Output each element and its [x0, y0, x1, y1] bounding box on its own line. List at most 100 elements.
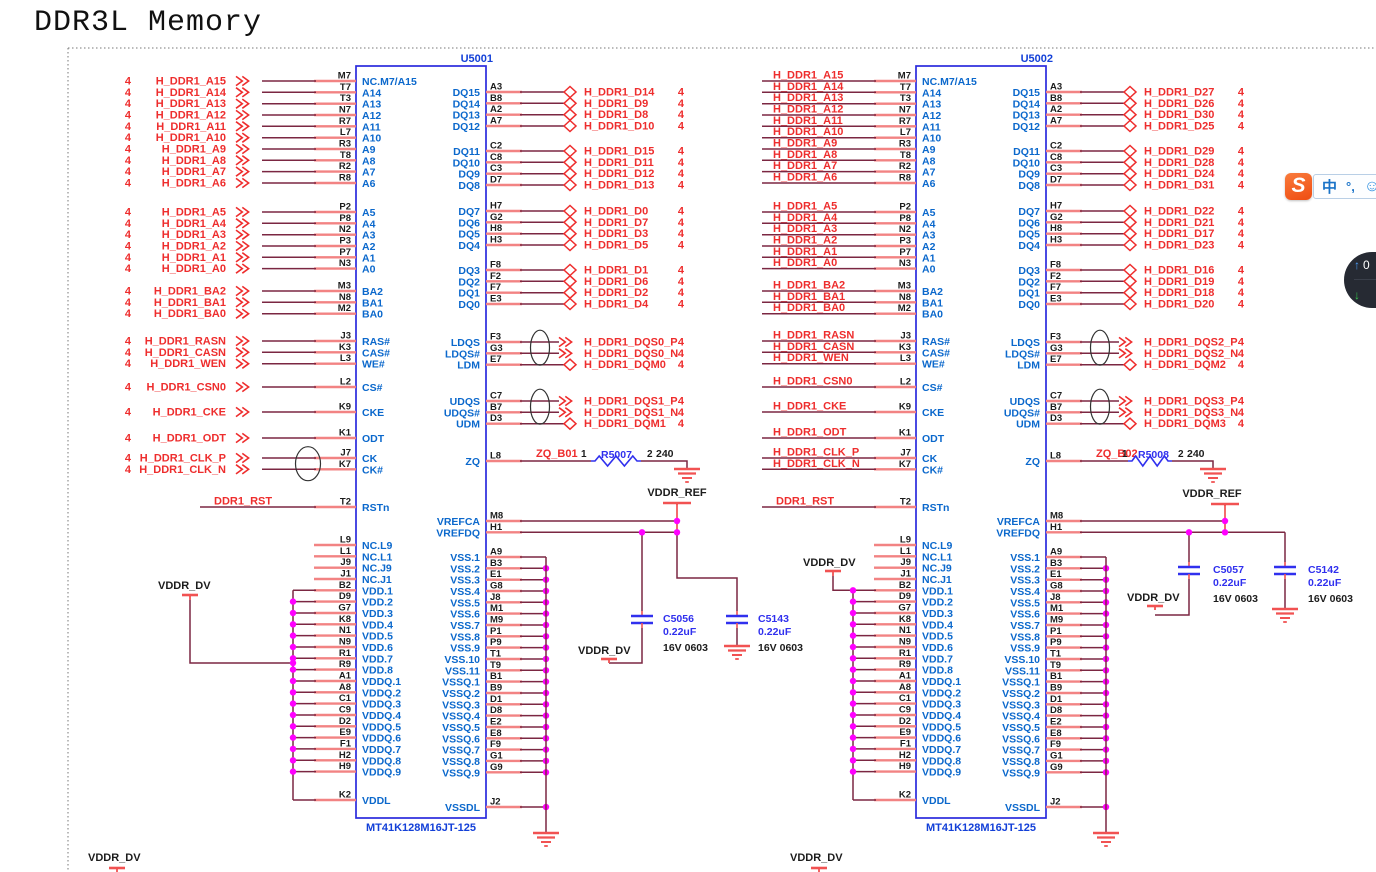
net-label: H_DDR1_A14: [773, 81, 844, 93]
port-chevron-icon: [235, 240, 244, 252]
pin-name: VDDQ.6: [922, 733, 961, 745]
chip-body: [355, 65, 487, 819]
pin-name: DQ6: [1018, 217, 1040, 229]
pin-name: CS#: [362, 382, 383, 394]
pin-number: D9: [899, 591, 911, 602]
net-label: H_DDR1_A0: [773, 257, 837, 269]
port-chevron-icon: [235, 166, 244, 177]
net-label: H_DDR1_D29: [1144, 146, 1214, 158]
net-label: H_DDR1_D7: [584, 217, 648, 229]
port-chevron-icon: [235, 347, 244, 358]
pin-name: VDDL: [362, 795, 391, 807]
pin-name: VDDL: [922, 795, 951, 807]
pin-name: DQ0: [458, 299, 480, 311]
port-diamond-icon: [1122, 178, 1138, 192]
pin-name: VDDQ.5: [922, 721, 961, 733]
pin-name: NC.J9: [922, 563, 952, 575]
cap-rating: 16V 0603: [1213, 593, 1258, 605]
diff-pair-ellipse: [1089, 388, 1111, 425]
pin-number: F9: [490, 739, 501, 750]
pin-name: RAS#: [922, 336, 950, 348]
net-label: H_DDR1_A12: [156, 110, 226, 122]
pin-number: T9: [490, 660, 501, 671]
junction-dot: [289, 598, 297, 605]
pin-number: R1: [899, 648, 912, 659]
pin-number: E1: [490, 569, 502, 580]
pin-name: A5: [362, 207, 376, 219]
ime-punctuation-button[interactable]: °,: [1346, 179, 1355, 194]
bus-width-label: 4: [1238, 407, 1245, 419]
bus-width-label: 4: [125, 382, 132, 394]
bus-width-label: 4: [678, 299, 685, 311]
net-label: H_DDR1_D25: [1144, 121, 1214, 133]
pin-number: J9: [340, 557, 351, 568]
port-diamond-icon: [562, 417, 578, 431]
pin-number: N2: [339, 224, 351, 235]
pin-number: T3: [900, 93, 911, 104]
junction-dot: [849, 587, 857, 594]
pin-name: DQ5: [458, 229, 480, 241]
pin-number: G8: [1050, 581, 1063, 592]
sogou-logo-icon[interactable]: S: [1285, 173, 1312, 200]
port-chevron-icon: [1118, 348, 1127, 359]
junction-dot: [289, 655, 297, 662]
port-diamond-icon: [562, 178, 578, 192]
pin-name: VSS.9: [1010, 643, 1040, 655]
net-label: H_DDR1_BA0: [154, 308, 226, 320]
chip-part-number: MT41K128M16JT-125: [366, 822, 476, 834]
pin-number: J7: [340, 448, 351, 459]
pin-name: A3: [362, 230, 376, 242]
pin-number: A3: [1050, 82, 1062, 93]
net-label: H_DDR1_A9: [773, 138, 837, 150]
port-diamond-icon: [562, 238, 578, 252]
port-chevron-icon: [241, 229, 250, 240]
pin-name: VDD.2: [362, 597, 393, 609]
junction-dot: [673, 529, 681, 536]
pin-name: A1: [922, 252, 936, 264]
port-chevron-icon: [235, 87, 244, 98]
net-label: H_DDR1_D26: [1144, 98, 1214, 110]
net-label: H_DDR1_A7: [162, 166, 226, 178]
pin-number: R8: [899, 173, 911, 184]
pin-name: VSS.9: [450, 643, 480, 655]
net-label: H_DDR1_DQS2_P: [1144, 337, 1238, 349]
pin-name: VDDQ.8: [362, 755, 401, 767]
download-arrow-icon: ↓: [1354, 288, 1360, 303]
port-chevron-icon: [235, 432, 244, 444]
port-diamond-icon: [1122, 144, 1138, 158]
wire: [1155, 579, 1190, 616]
pin-name: VSS.6: [1010, 609, 1040, 621]
pin-number: M9: [1050, 615, 1063, 626]
pin-number: H8: [1050, 223, 1062, 234]
pin-number: M1: [1050, 603, 1064, 614]
pin-name: VSSDL: [445, 802, 481, 814]
junction-dot: [638, 529, 646, 536]
ime-language-button[interactable]: 中: [1322, 179, 1338, 196]
pin-number: T8: [900, 150, 911, 161]
pin-name: VSSQ.3: [442, 699, 480, 711]
pin-number: R3: [899, 139, 911, 150]
junction-dot: [1221, 529, 1229, 536]
pin-name: VDDQ.1: [362, 676, 401, 688]
pin-name: A3: [922, 230, 936, 242]
pin-name: VSSQ.6: [442, 733, 480, 745]
junction-dot: [849, 723, 857, 730]
port-chevron-icon: [558, 395, 567, 407]
junction-dot: [849, 689, 857, 696]
port-chevron-icon: [235, 464, 244, 475]
ime-emoji-button[interactable]: ☺: [1363, 177, 1376, 195]
pin-number: B7: [1050, 402, 1062, 413]
pin-number: B2: [899, 580, 911, 591]
net-label: H_DDR1_D3: [584, 228, 648, 240]
port-chevron-icon: [241, 452, 250, 464]
net-label: H_DDR1_D9: [584, 98, 648, 110]
pin-name: NC.M7/A15: [922, 76, 977, 88]
bus-width-label: 4: [678, 407, 685, 419]
sogou-input-toolbar: S 中 °, ☺: [1285, 173, 1376, 200]
pin-name: VREFCA: [997, 516, 1041, 528]
net-label: H_DDR1_D2: [584, 287, 648, 299]
bus-width-label: 4: [678, 217, 685, 229]
bus-width-label: 4: [125, 121, 132, 133]
port-chevron-icon: [241, 381, 250, 393]
pin-name: VDD.1: [922, 585, 953, 597]
